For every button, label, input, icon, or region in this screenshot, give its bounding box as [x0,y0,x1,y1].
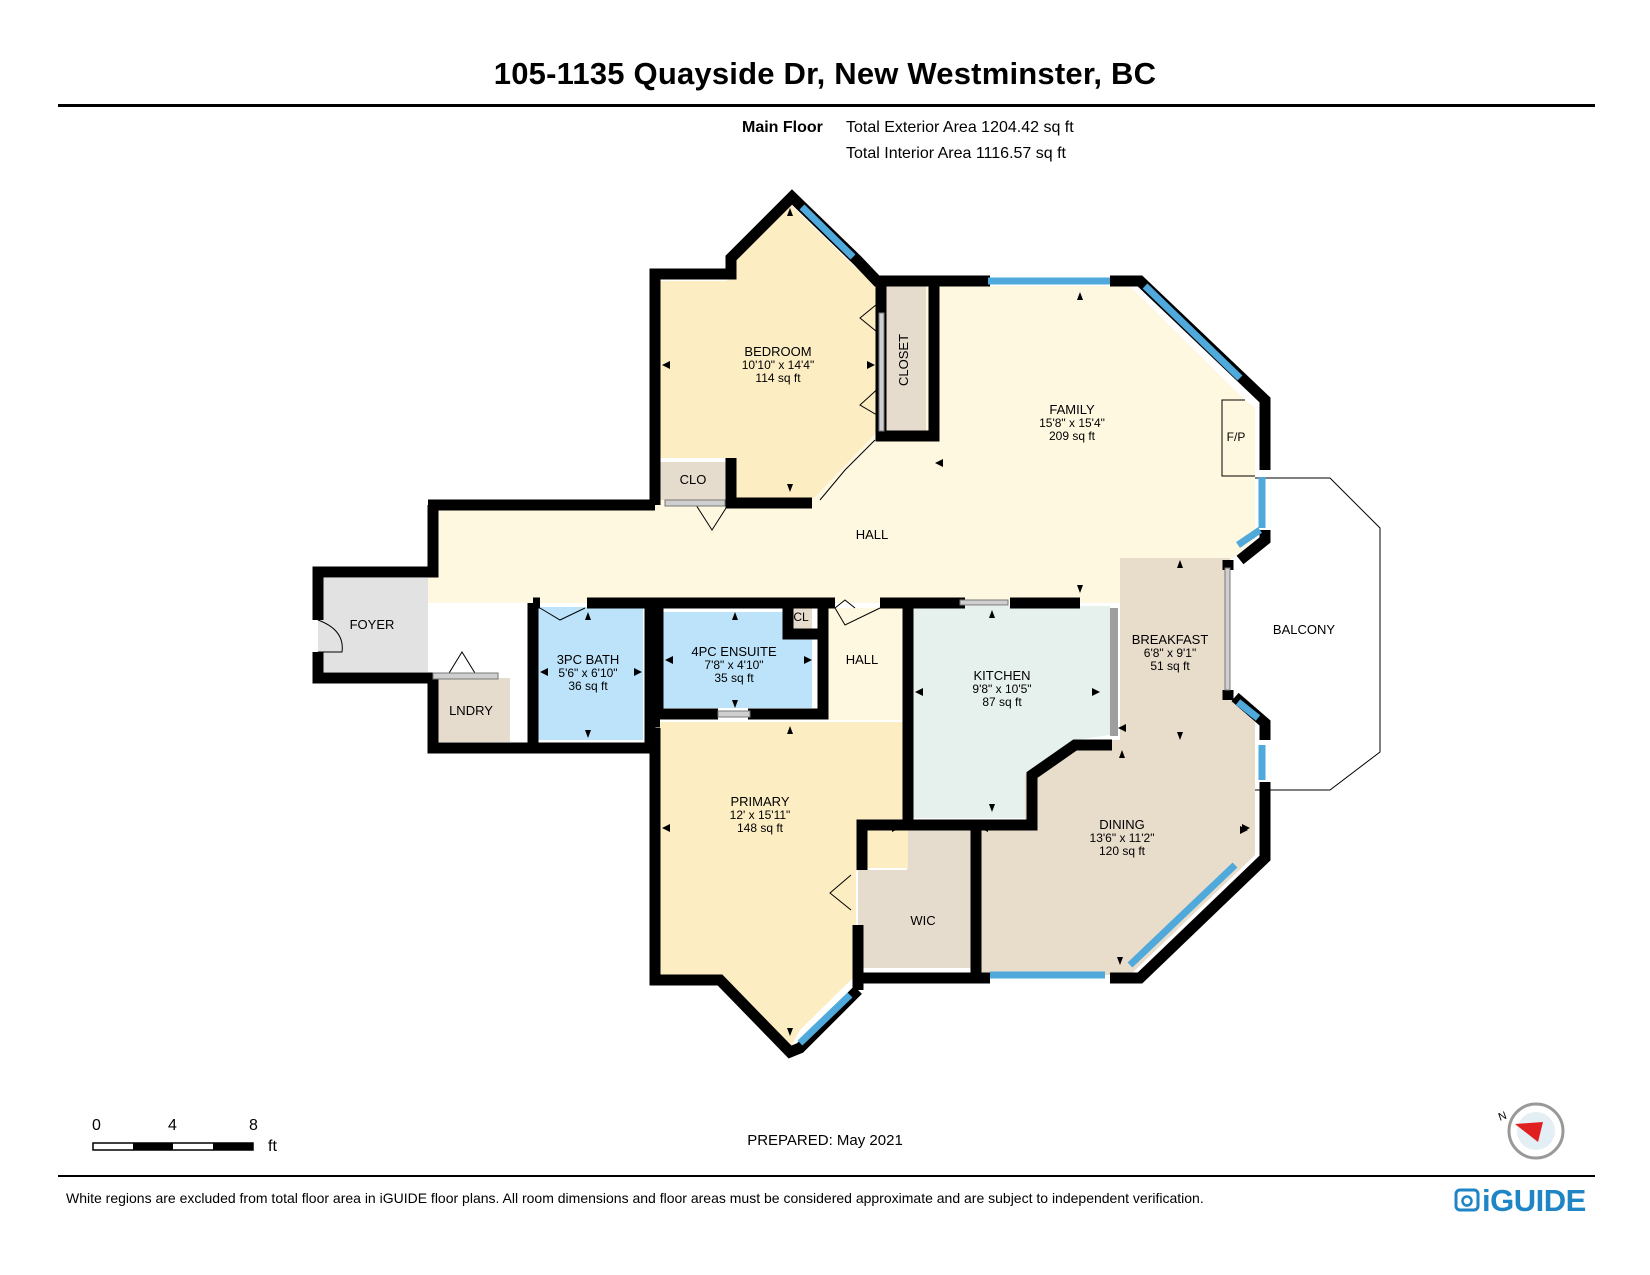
doors [317,299,883,911]
scale-tick-8: 8 [249,1117,258,1134]
family-name: FAMILY [1049,402,1095,417]
kitchen-fill [913,606,1110,818]
dining-area: 120 sq ft [1099,844,1146,858]
floor-label: Main Floor [742,119,823,136]
breakfast-dining-fill [980,558,1255,975]
balcony-outline [1255,477,1381,791]
clo-name: CLO [680,472,707,487]
primary-area: 148 sq ft [737,821,784,835]
wic-fill [858,828,973,968]
brand-camera-icon [1454,1188,1480,1212]
bath3-name: 3PC BATH [557,652,620,667]
kitchen-name: KITCHEN [973,668,1030,683]
ensuite-area: 35 sq ft [714,671,754,685]
scale-bar-graphic [92,1142,254,1151]
header-divider [58,104,1595,107]
balcony-name: BALCONY [1273,622,1335,637]
dimension-markers [540,208,1250,1036]
scale-tick-0: 0 [92,1117,101,1134]
kitchen-area: 87 sq ft [982,695,1022,709]
closet-fill [886,286,926,432]
lndry-fill [433,678,510,742]
primary-fill [660,722,908,1048]
hall-name: HALL [856,527,889,542]
ensuite-dims: 7'8" x 4'10" [704,658,763,672]
bath3-dims: 5'6" x 6'10" [558,666,617,680]
ensuite-fill [662,612,812,708]
closet-name: CLOSET [896,334,911,386]
scale-bar: 0 4 8 ft [92,1117,292,1162]
family-area: 209 sq ft [1049,429,1096,443]
door-sliders [432,312,1231,718]
clo-fill [660,462,727,500]
bedroom-area: 114 sq ft [755,371,801,385]
prepared-date: PREPARED: May 2021 [747,1132,903,1149]
foyer-name: FOYER [350,617,395,632]
wic-name: WIC [910,913,935,928]
footer-divider [58,1175,1595,1177]
cl-name: CL [793,610,809,624]
primary-dims: 12' x 15'11" [730,808,791,822]
lndry-name: LNDRY [449,703,493,718]
compass-north-label: N [1498,1110,1508,1124]
scale-tick-4: 4 [168,1117,177,1134]
ensuite-name: 4PC ENSUITE [691,644,777,659]
exterior-area: Total Exterior Area 1204.42 sq ft [846,119,1074,136]
family-dims: 15'8" x 15'4" [1039,416,1105,430]
hall2-name: HALL [846,652,879,667]
fp-name: F/P [1227,430,1246,444]
breakfast-dims: 6'8" x 9'1" [1144,646,1196,660]
breakfast-area: 51 sq ft [1150,659,1190,673]
page-title: 105-1135 Quayside Dr, New Westminster, B… [493,56,1157,91]
bath3-fill [532,607,643,740]
disclaimer-text: White regions are excluded from total fl… [66,1190,1204,1206]
bath3-area: 36 sq ft [568,679,608,693]
kitchen-counter [1110,608,1118,736]
bedroom-dims: 10'10" x 14'4" [742,358,815,372]
kitchen-dims: 9'8" x 10'5" [972,682,1031,696]
dining-dims: 13'6" x 11'2" [1090,831,1155,845]
compass-icon: N [1497,1102,1565,1160]
brand-logo[interactable]: iGUIDE [1454,1183,1586,1219]
room-labels: BEDROOM 10'10" x 14'4" 114 sq ft CLOSET … [350,334,1336,928]
fireplace-outline [1221,399,1255,477]
foyer-fill [318,578,428,672]
brand-text: iGUIDE [1482,1183,1586,1218]
interior-area: Total Interior Area 1116.57 sq ft [846,145,1066,162]
bedroom-name: BEDROOM [744,344,811,359]
windows [797,204,1266,1046]
bedroom-fill [655,203,877,500]
hall2-fill [826,608,904,720]
scale-unit: ft [268,1138,277,1155]
compass: N [1497,1098,1568,1173]
family-hall-fill [428,286,1255,603]
breakfast-name: BREAKFAST [1132,632,1209,647]
cl-fill [788,607,812,630]
room-fills [318,203,1255,1048]
primary-name: PRIMARY [731,794,790,809]
dining-name: DINING [1099,817,1145,832]
